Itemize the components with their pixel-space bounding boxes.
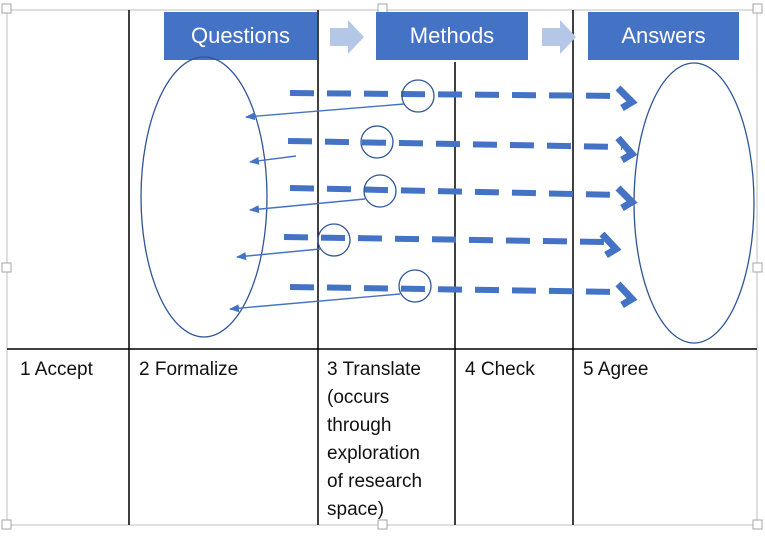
handle [377,3,388,14]
dashed-arrow [287,138,623,150]
questions-ellipse [140,56,268,338]
handle [377,519,388,530]
exploration-circle [363,174,397,208]
translate-line: space) [327,499,384,520]
handle [752,262,763,273]
chevron-right-icon [615,135,638,164]
questions-box: Questions [164,12,317,60]
chevron-right-icon [615,85,638,112]
exploration-circle [398,269,432,303]
selection-handles [1,3,763,530]
translate-line: 3 Translate [327,359,421,380]
exploration-circle [317,223,351,257]
table-grid [7,10,757,525]
feedback-arrow [236,248,321,261]
feedback-arrow [245,103,405,121]
feedback-arrows [229,103,405,313]
step-label-agree: 5 Agree [583,359,649,380]
chevron-right-icon [599,231,622,259]
handle [752,3,763,14]
feedback-arrow [249,198,366,214]
dashed-arrowheads [599,85,638,309]
translate-line: (occurs [327,387,389,408]
feedback-arrow [229,293,401,313]
questions-label: Questions [191,23,290,48]
answers-ellipse [633,62,755,344]
answers-label: Answers [621,23,705,48]
methods-label: Methods [410,23,494,48]
handle [1,3,12,14]
translate-line: exploration [327,443,420,464]
process-arrow-icon [330,20,364,54]
translate-line: through [327,415,391,436]
handle [752,519,763,530]
step-label-check: 4 Check [465,359,535,380]
step-label-accept: 1 Accept [20,359,94,380]
dashed-arrow [283,234,607,245]
methods-box: Methods [376,12,528,60]
step-label-formalize: 2 Formalize [139,359,238,380]
exploration-circle [360,125,394,159]
dashed-arrow [289,90,623,99]
process-arrow-icon [542,20,576,54]
feedback-arrow [249,155,297,165]
exploration-circles [317,79,435,303]
exploration-circle [401,79,435,113]
answers-box: Answers [588,12,739,60]
dashed-arrows [283,90,623,295]
dashed-arrow [289,185,623,198]
translate-line: of research [327,471,422,492]
step-label-translate: 3 Translate (occurs through exploration … [327,359,427,520]
handle [1,262,12,273]
chevron-right-icon [615,281,638,309]
chevron-right-icon [615,185,638,212]
dashed-arrow [289,284,623,295]
handle [1,519,12,530]
